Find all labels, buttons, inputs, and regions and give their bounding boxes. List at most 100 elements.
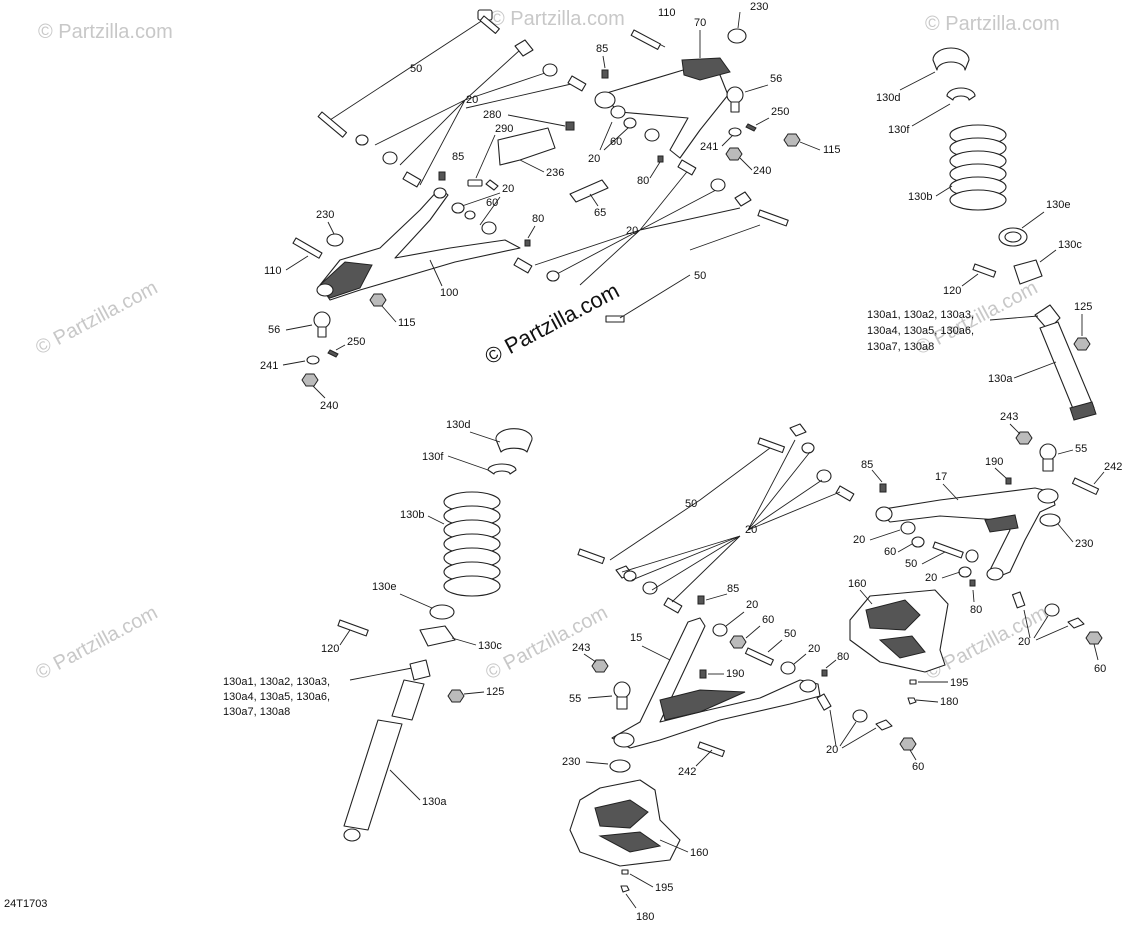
callout-230b: 230 (316, 209, 334, 221)
watermark-bl: © Partzilla.com (32, 602, 161, 685)
callout-50-bl2: 50 (784, 628, 796, 640)
callout-230: 230 (750, 1, 768, 13)
callout-240b: 240 (320, 400, 338, 412)
callout-130a: 130a (988, 373, 1013, 385)
callout-20g: 20 (1018, 636, 1030, 648)
callout-55: 55 (1075, 443, 1087, 455)
callout-20c: 20 (502, 183, 514, 195)
callout-80c: 80 (970, 604, 982, 616)
callout-230c: 230 (1075, 538, 1093, 550)
callout-240: 240 (753, 165, 771, 177)
callout-130a-l: 130a (422, 796, 447, 808)
callout-60-bl2: 60 (912, 761, 924, 773)
callout-60b: 60 (486, 197, 498, 209)
callout-190-bl: 190 (726, 668, 744, 680)
callout-130a-list-l3: 130a7, 130a8 (223, 706, 290, 718)
callout-243: 243 (1000, 411, 1018, 423)
skid-plate-160-icon (849, 589, 949, 673)
plate-65-icon (569, 179, 609, 203)
ball-joint-56-icon (726, 86, 744, 113)
callout-130c-l: 130c (478, 640, 502, 652)
callout-20-bl: 20 (745, 524, 757, 536)
ring-230-icon (727, 28, 747, 44)
callout-130c: 130c (1058, 239, 1082, 251)
callout-120: 120 (943, 285, 961, 297)
upper-a-arm-assembly-left: 50 20 110 70 230 85 (260, 1, 841, 412)
shock-absorber-130a-icon (1034, 304, 1097, 421)
callout-125-l: 125 (486, 686, 504, 698)
callout-110: 110 (658, 7, 676, 19)
callout-50b: 50 (694, 270, 706, 282)
callout-60a: 60 (610, 136, 622, 148)
callout-85b: 85 (452, 151, 464, 163)
callout-20: 20 (466, 94, 478, 106)
callout-190: 190 (985, 456, 1003, 468)
callout-65: 65 (594, 207, 606, 219)
callout-60c: 60 (884, 546, 896, 558)
spring-130b-icon (949, 124, 1007, 211)
lower-a-arm-100-icon (316, 187, 521, 301)
callout-120-l: 120 (321, 643, 339, 655)
watermark-ml: © Partzilla.com (32, 277, 161, 360)
callout-85-bl: 85 (727, 583, 739, 595)
callout-130d-l: 130d (446, 419, 470, 431)
callout-250b: 250 (347, 336, 365, 348)
callout-180-bl2: 180 (636, 911, 654, 923)
callout-56b: 56 (268, 324, 280, 336)
callout-70: 70 (694, 17, 706, 29)
callout-241: 241 (700, 141, 718, 153)
callout-20-bl4: 20 (826, 744, 838, 756)
callout-50: 50 (410, 63, 422, 75)
callout-85: 85 (596, 43, 608, 55)
callout-80: 80 (637, 175, 649, 187)
bracket-236-icon (497, 127, 556, 166)
watermark-tl: © Partzilla.com (38, 21, 173, 43)
callout-17: 17 (935, 471, 947, 483)
callout-130a-list-3: 130a7, 130a8 (867, 341, 934, 353)
skid-plate-160b-icon (569, 779, 681, 867)
callout-243-bl: 243 (572, 642, 590, 654)
callout-125: 125 (1074, 301, 1092, 313)
callout-20e: 20 (853, 534, 865, 546)
callout-130d: 130d (876, 92, 900, 104)
callout-15: 15 (630, 632, 642, 644)
callout-130e: 130e (1046, 199, 1070, 211)
callout-60d: 60 (1094, 663, 1106, 675)
callout-130a-list-l2: 130a4, 130a5, 130a6, (223, 691, 330, 703)
callout-160: 160 (848, 578, 866, 590)
callout-130a-list-2: 130a4, 130a5, 130a6, (867, 325, 974, 337)
callout-130b: 130b (908, 191, 932, 203)
ball-joint-55b-icon (613, 681, 631, 710)
callout-56: 56 (770, 73, 782, 85)
callout-110b: 110 (264, 265, 282, 277)
callout-230-bl: 230 (562, 756, 580, 768)
ball-joint-55-icon (1039, 443, 1057, 472)
watermark-tr: © Partzilla.com (925, 13, 1060, 35)
callout-180: 180 (940, 696, 958, 708)
callout-85c: 85 (861, 459, 873, 471)
callout-242: 242 (1104, 461, 1122, 473)
callout-250: 250 (771, 106, 789, 118)
nut-240-icon (725, 147, 743, 161)
callout-242-bl: 242 (678, 766, 696, 778)
bolt-50-icon (317, 9, 500, 138)
callout-20-bl3: 20 (808, 643, 820, 655)
callout-236: 236 (546, 167, 564, 179)
callout-130f-l: 130f (422, 451, 444, 463)
lower-a-arm-15-icon (611, 617, 821, 749)
callout-130a-list-l1: 130a1, 130a2, 130a3, (223, 676, 330, 688)
callout-195: 195 (950, 677, 968, 689)
adjuster-130c-icon (1013, 259, 1043, 285)
shock-absorber-130a-left-icon (343, 659, 431, 842)
callout-130f: 130f (888, 124, 910, 136)
upper-a-arm-17-icon (875, 487, 1059, 581)
upper-a-arm-assembly-right: 243 55 242 190 85 17 230 20 6 (848, 411, 1122, 675)
callout-55-bl: 55 (569, 693, 581, 705)
callout-20-bl2: 20 (746, 599, 758, 611)
callout-195-bl2: 195 (655, 882, 673, 894)
callout-160-bl: 160 (690, 847, 708, 859)
shock-assembly-right: 130d 130f 130b 130e 130c 120 125 (867, 47, 1097, 421)
callout-50-bl: 50 (685, 498, 697, 510)
retainer-130f-icon (946, 87, 976, 101)
